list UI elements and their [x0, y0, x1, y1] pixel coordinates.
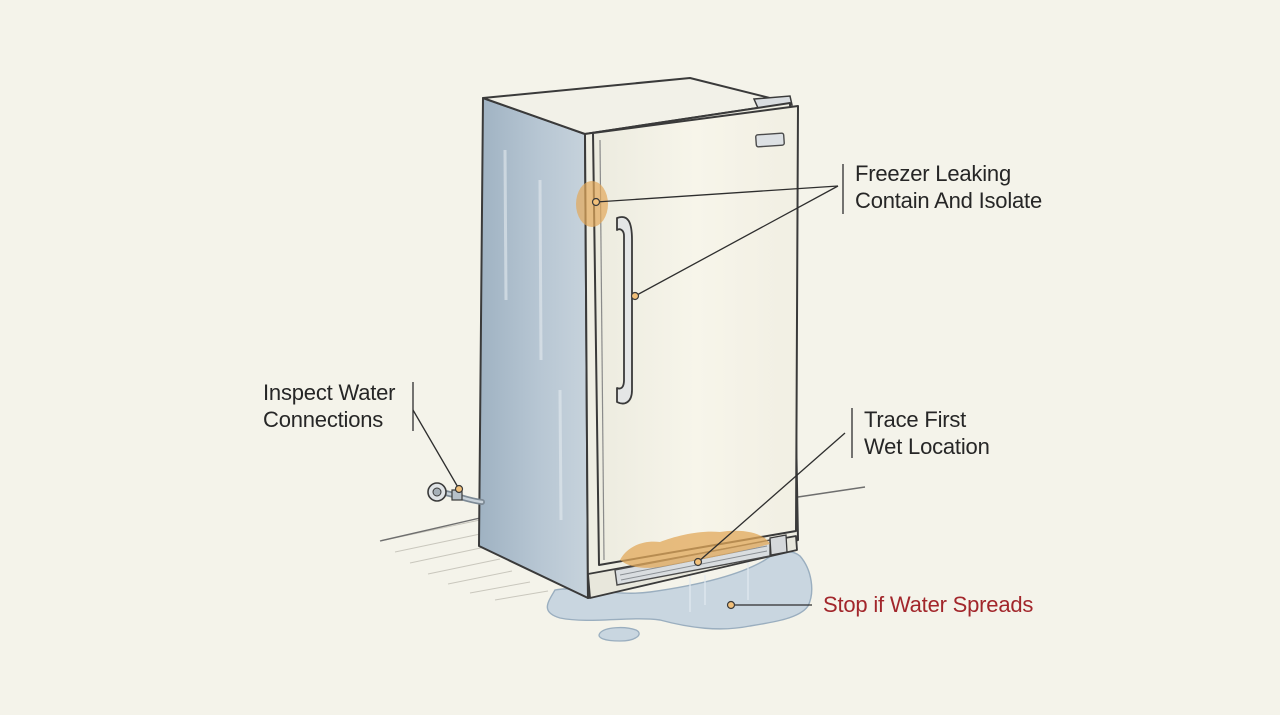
callout-markers [454, 197, 736, 610]
seal-leak-highlight [576, 181, 608, 227]
freezer-side-panel [478, 97, 589, 599]
water-droplet [598, 626, 640, 642]
callout-inspect-water-connections: Inspect Water Connections [263, 379, 396, 433]
floor-shading [384, 519, 549, 601]
wall-floor-edge-right [797, 486, 866, 498]
callout-inspect-line1: Inspect Water [263, 380, 396, 405]
freezer-foot [769, 534, 788, 556]
callout-freezer-leaking-line1: Freezer Leaking [855, 161, 1011, 186]
freezer-door [592, 105, 799, 566]
wet-area-highlight [620, 530, 770, 568]
marker-door-seal [591, 197, 601, 207]
marker-puddle [726, 600, 736, 610]
wall-floor-edge-left [379, 517, 481, 542]
marker-hose [454, 484, 464, 494]
callout-freezer-leaking: Freezer Leaking Contain And Isolate [855, 160, 1042, 214]
marker-handle [630, 291, 640, 301]
callout-trace-wet-location: Trace First Wet Location [864, 406, 990, 460]
side-panel-streaks [503, 149, 563, 521]
callout-stop-text: Stop if Water Spreads [823, 592, 1034, 617]
water-connection [427, 482, 485, 505]
brand-badge [755, 132, 785, 148]
callout-trace-line1: Trace First [864, 407, 967, 432]
leader-lines [412, 164, 853, 606]
marker-wet-location [693, 557, 703, 567]
door-handle [616, 216, 633, 405]
callout-inspect-line2: Connections [263, 407, 384, 432]
callout-freezer-leaking-line2: Contain And Isolate [855, 188, 1043, 213]
callout-stop-if-water-spreads: Stop if Water Spreads [823, 591, 1033, 618]
water-puddle [546, 550, 813, 630]
callout-trace-line2: Wet Location [864, 434, 990, 459]
water-reflection [689, 560, 749, 612]
